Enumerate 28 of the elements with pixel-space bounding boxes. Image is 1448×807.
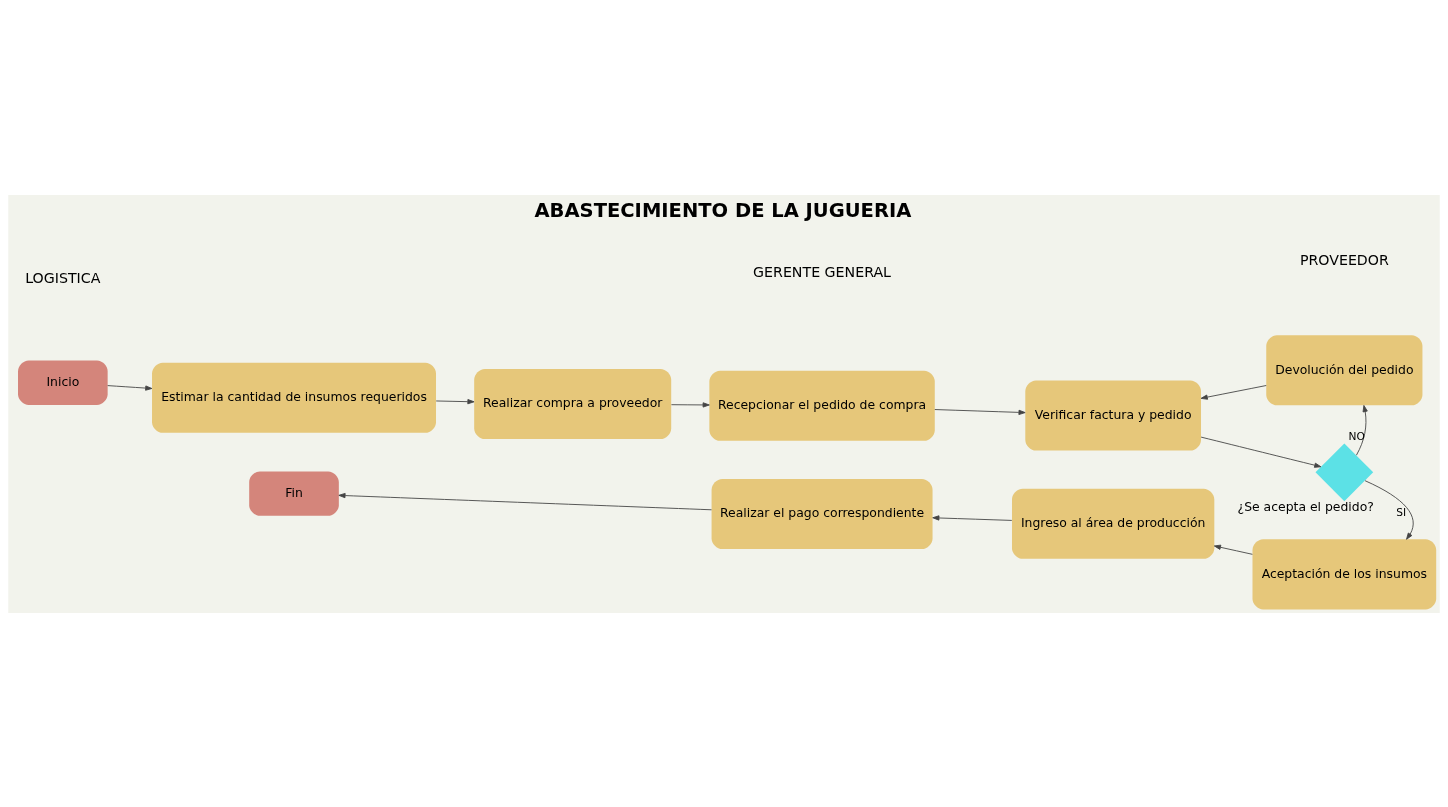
- arrow: [1356, 404, 1368, 456]
- diagram-title: ABASTECIMIENTO DE LA JUGUERIA: [534, 198, 912, 222]
- label: GERENTE GENERAL: [753, 263, 892, 280]
- edge-label: SI: [1396, 505, 1407, 519]
- label: LOGISTICA: [25, 269, 101, 286]
- node-box: Aceptación de los insumos: [1252, 538, 1437, 609]
- node-box: Fin: [249, 470, 339, 516]
- arrow: [1200, 436, 1322, 468]
- node-box: Realizar el pago correspondiente: [711, 478, 933, 549]
- arrow: [1364, 479, 1414, 540]
- arrow: [107, 384, 153, 391]
- label: PROVEEDOR: [1299, 251, 1389, 268]
- arrow: [1213, 544, 1253, 555]
- node-box: Ingreso al área de producción: [1012, 488, 1215, 559]
- node-box: Realizar compra a proveedor: [474, 368, 672, 439]
- edge-label: NO: [1348, 429, 1365, 443]
- node-box: Recepcionar el pedido de compra: [709, 370, 935, 441]
- arrow: [932, 514, 1013, 521]
- node-label: ¿Se acepta el pedido?: [1237, 498, 1374, 514]
- node-box: Estimar la cantidad de insumos requeridos: [152, 362, 436, 433]
- arrow: [338, 492, 712, 510]
- node-box: Inicio: [18, 360, 108, 405]
- node-box: Devolución del pedido: [1266, 334, 1423, 405]
- node-box: Verificar factura y pedido: [1025, 380, 1201, 451]
- arrow: [934, 408, 1026, 415]
- arrow: [435, 398, 475, 404]
- arrow: [1200, 384, 1267, 400]
- arrow: [671, 401, 710, 408]
